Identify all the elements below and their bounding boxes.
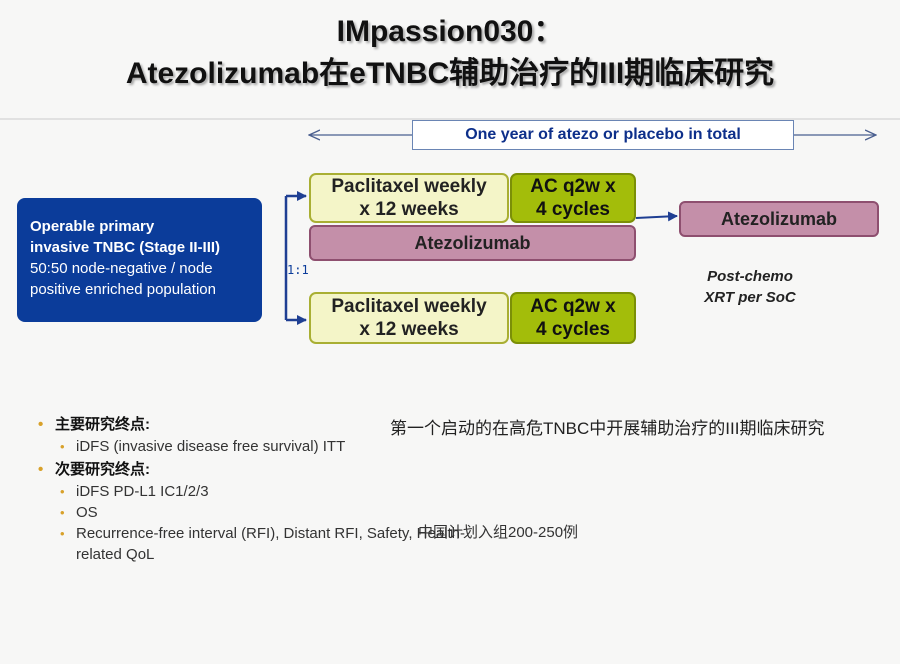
population-line4: positive enriched population <box>30 281 216 298</box>
population-line3: 50:50 node-negative / node <box>30 260 213 277</box>
primary-endpoint-item: iDFS (invasive disease free survival) IT… <box>38 436 465 457</box>
top-ac-line1: AC q2w x <box>530 176 616 197</box>
top-arm-atezolizumab-bar: Atezolizumab <box>309 225 636 261</box>
top-ac-line2: 4 cycles <box>536 199 610 220</box>
bottom-paclitaxel-line1: Paclitaxel weekly <box>331 296 487 317</box>
secondary-endpoint-item-continuation: related QoL <box>76 546 155 563</box>
bottom-arm-ac-box: AC q2w x 4 cycles <box>510 292 636 344</box>
secondary-endpoint-label: 次要研究终点: <box>38 459 465 481</box>
primary-endpoint-label: 主要研究终点: <box>38 414 465 436</box>
randomization-ratio: 1:1 <box>287 263 309 277</box>
annotation-china-enrollment: 中国计划入组200-250例 <box>418 524 579 541</box>
top-paclitaxel-line1: Paclitaxel weekly <box>331 176 487 197</box>
bottom-arm-paclitaxel-box: Paclitaxel weekly x 12 weeks <box>309 292 509 344</box>
post-chemo-note: Post-chemo XRT per SoC <box>690 266 810 308</box>
bottom-ac-line1: AC q2w x <box>530 296 616 317</box>
bottom-ac-line2: 4 cycles <box>536 319 610 340</box>
top-arm-paclitaxel-box: Paclitaxel weekly x 12 weeks <box>309 173 509 223</box>
post-chemo-line2: XRT per SoC <box>704 289 796 306</box>
maintenance-arrow <box>635 211 678 222</box>
slide-title-line1: IMpassion030： <box>336 15 564 48</box>
post-chemo-line1: Post-chemo <box>707 268 793 285</box>
secondary-endpoint-item: OS <box>38 502 465 523</box>
bottom-paclitaxel-line2: x 12 weeks <box>359 319 459 340</box>
population-line1: Operable primary <box>30 218 155 235</box>
top-paclitaxel-line2: x 12 weeks <box>359 199 459 220</box>
top-arm-ac-box: AC q2w x 4 cycles <box>510 173 636 223</box>
endpoints-list: 主要研究终点: iDFS (invasive disease free surv… <box>38 414 465 565</box>
annotation-first-study: 第一个启动的在高危TNBC中开展辅助治疗的III期临床研究 <box>390 419 825 438</box>
one-year-treatment-label: One year of atezo or placebo in total <box>412 120 794 150</box>
title-divider <box>0 118 900 120</box>
population-line2: invasive TNBC (Stage II-III) <box>30 239 221 256</box>
population-box: Operable primary invasive TNBC (Stage II… <box>17 198 262 322</box>
slide-title-line2: Atezolizumab在eTNBC辅助治疗的III期临床研究 <box>125 57 775 90</box>
secondary-endpoint-item: iDFS PD-L1 IC1/2/3 <box>38 481 465 502</box>
secondary-endpoint-item: Recurrence-free interval (RFI), Distant … <box>38 523 465 544</box>
maintenance-atezolizumab-box: Atezolizumab <box>679 201 879 237</box>
